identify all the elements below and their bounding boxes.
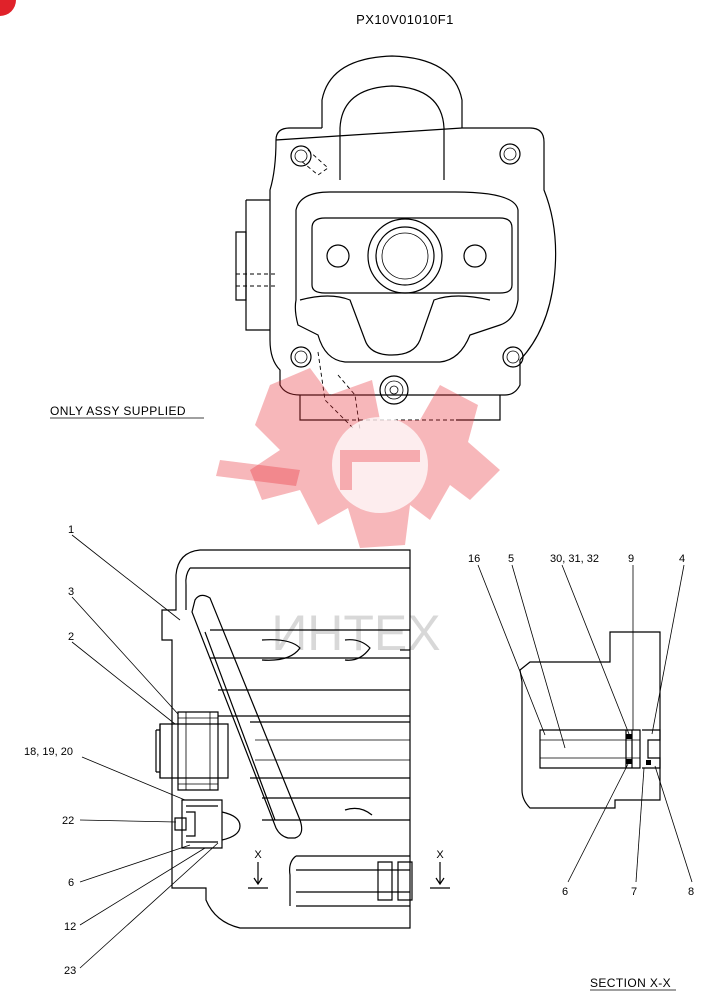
plug	[379, 375, 409, 405]
watermark-logo-icon	[216, 368, 500, 548]
center-bore-inner	[375, 226, 435, 286]
callout-22: 22	[62, 815, 74, 827]
drawing-code: PX10V01010F1	[356, 12, 454, 27]
callout-4: 4	[679, 553, 685, 565]
right-port	[463, 244, 487, 268]
top-view	[235, 55, 557, 431]
callout-6-left: 6	[68, 877, 74, 889]
bolt-hole-bottom-left	[290, 346, 312, 368]
only-assy-supplied-note: ONLY ASSY SUPPLIED	[50, 404, 186, 418]
callout-5: 5	[508, 553, 514, 565]
bolt-hole-top-left	[290, 145, 312, 167]
section-xx-view	[519, 631, 661, 809]
bolt-hole-bottom-right	[502, 346, 524, 368]
callout-7: 7	[631, 886, 637, 898]
section-mark-right: X	[436, 849, 444, 861]
callout-18-19-20: 18, 19, 20	[24, 746, 73, 758]
callout-3: 3	[68, 586, 74, 598]
callout-12: 12	[64, 921, 76, 933]
watermark-text: ИНТЕХ	[271, 605, 440, 661]
bolt-hole-top-right	[499, 143, 521, 165]
callout-30-31-32: 30, 31, 32	[550, 553, 599, 565]
leader-lines	[71, 534, 693, 969]
callout-2: 2	[68, 631, 74, 643]
callout-6-right: 6	[562, 886, 568, 898]
callout-8: 8	[688, 886, 694, 898]
center-bore-outer	[367, 218, 443, 294]
callout-9: 9	[628, 553, 634, 565]
left-port	[326, 244, 350, 268]
section-title: SECTION X-X	[590, 976, 671, 990]
callout-23: 23	[64, 965, 76, 977]
section-mark-left: X	[254, 849, 262, 861]
callout-1: 1	[68, 524, 74, 536]
side-section-view	[155, 549, 450, 929]
corner-badge-icon	[0, 0, 16, 16]
callout-16: 16	[468, 553, 480, 565]
